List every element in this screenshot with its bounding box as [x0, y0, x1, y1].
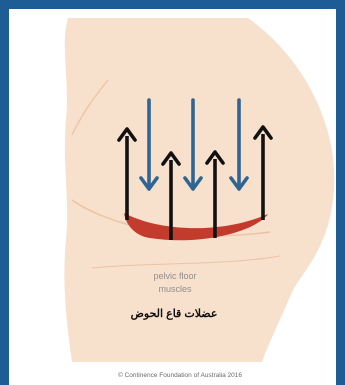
label-arabic: عضلات قاع الحوض: [96, 307, 252, 320]
copyright-notice: © Continence Foundation of Australia 201…: [60, 372, 300, 379]
label-english-line2: muscles: [130, 283, 220, 295]
label-english-line1: pelvic floor: [130, 270, 220, 282]
